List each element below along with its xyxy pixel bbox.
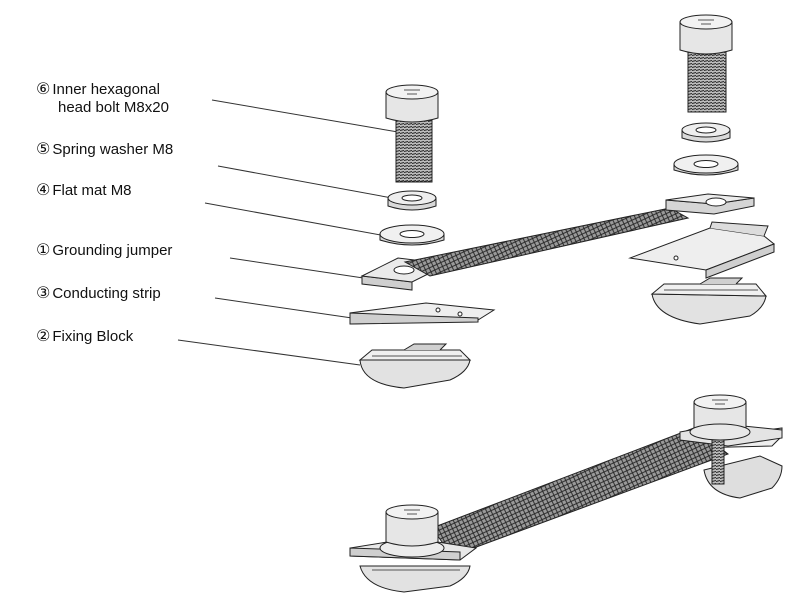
left-flat-washer xyxy=(379,224,445,246)
leader-line-grounding-jumper xyxy=(229,257,371,280)
left-spring-washer xyxy=(387,190,437,211)
right-flat-washer xyxy=(673,154,739,176)
label-text: Spring washer M8 xyxy=(52,141,174,158)
label-text: Flat mat M8 xyxy=(52,182,132,199)
leader-lines xyxy=(177,99,399,366)
label-number: ② xyxy=(36,326,51,345)
label-text-line2: head bolt M8x20 xyxy=(58,99,169,116)
label-text: Fixing Block xyxy=(52,328,134,345)
leader-line-conducting-strip xyxy=(214,297,353,319)
leader-line-spring-washer xyxy=(217,165,393,199)
right-spring-washer xyxy=(681,122,731,143)
right-fixing-block xyxy=(650,277,768,325)
grounding-jumper-exploded xyxy=(360,193,755,291)
leader-line-flat-mat xyxy=(204,202,387,237)
leader-line-fixing-block xyxy=(177,339,361,366)
assembled-grounding-jumper xyxy=(349,394,783,593)
label-number: ⑥ xyxy=(36,79,51,98)
leader-line-bolt xyxy=(211,99,399,133)
label-number: ① xyxy=(36,240,51,259)
label-text-line1: Inner hexagonal xyxy=(52,81,160,98)
label-number: ⑤ xyxy=(36,139,51,158)
label-number: ③ xyxy=(36,283,51,302)
label-number: ④ xyxy=(36,180,51,199)
right-conducting-strip xyxy=(628,221,775,279)
right-bolt xyxy=(679,14,733,113)
left-conducting-strip xyxy=(349,302,496,325)
label-text: Grounding jumper xyxy=(52,242,173,259)
left-fixing-block xyxy=(358,343,472,389)
left-bolt xyxy=(385,84,439,183)
label-text: Conducting strip xyxy=(52,285,161,302)
